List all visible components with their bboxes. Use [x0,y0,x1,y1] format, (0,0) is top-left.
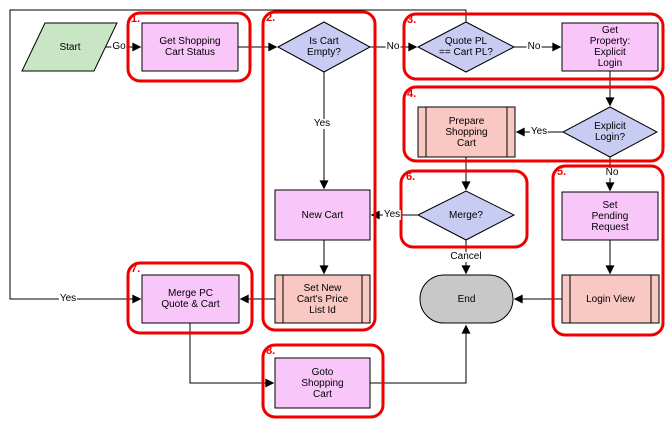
node-is-cart-empty-shape [276,21,372,73]
edge-mergepc-to-gotocart [189,323,275,388]
edge-label-no-pl: No [526,41,542,52]
node-merge-shape [416,190,516,241]
node-new-cart-shape [274,189,371,241]
edge-label-cancel: Cancel [449,251,483,262]
edge-gotocart-to-end [370,324,471,384]
region-outline-1 [126,11,252,83]
edge-label-yes-merge: Yes [382,209,402,220]
node-get-cart-status-shape [141,22,239,72]
step-number-4: 4. [407,88,417,100]
node-set-pending-shape [561,191,659,241]
region-outline-5 [551,164,665,337]
region-outline-4 [402,85,665,163]
node-end-shape [419,274,514,324]
edge-label-no-login: No [604,167,620,178]
region-outline-2 [261,10,377,332]
node-merge-pc-quote-shape [141,274,240,324]
step-number-5: 5. [557,166,567,178]
node-prepare-cart-shape [417,106,516,158]
node-start-shape [21,22,118,72]
node-quote-pl-cart-pl-shape [416,21,516,73]
edge-label-yes-pl: Yes [58,293,78,304]
step-number-3: 3. [407,14,417,26]
node-set-price-list-shape [274,274,371,324]
step-number-7: 7. [131,263,141,275]
node-get-property-shape [561,22,659,72]
edge-label-go: Go [111,41,127,52]
region-outline-3 [402,12,665,81]
node-goto-cart-shape [274,357,371,409]
step-number-8: 8. [266,345,276,357]
step-number-2: 2. [266,12,276,24]
step-number-1: 1. [131,13,141,25]
region-outline-8 [261,343,385,419]
region-outline-7 [126,261,254,335]
step-number-6: 6. [406,171,416,183]
node-login-view-shape [561,274,660,324]
edge-label-yes-cart: Yes [312,118,332,129]
region-outline-6 [399,169,529,249]
edge-label-yes-login: Yes [529,126,549,137]
node-explicit-login-shape [561,106,659,158]
edge-label-no-cart: No [385,41,401,52]
